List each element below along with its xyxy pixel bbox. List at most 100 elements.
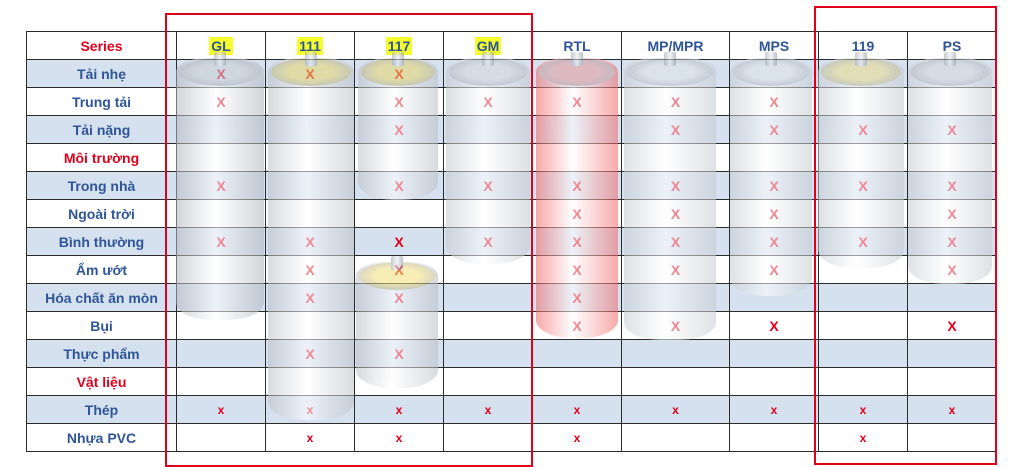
mark-cell: X xyxy=(532,227,622,256)
mark-cell xyxy=(907,339,997,368)
criteria-label: Trong nhà xyxy=(26,171,177,200)
mark-cell: x xyxy=(265,395,355,424)
series-header-mp-mpr: MP/MPR xyxy=(621,31,730,60)
mark-cell xyxy=(176,367,266,396)
series-label: Series xyxy=(26,31,177,60)
mark-cell xyxy=(907,143,997,172)
mark-cell xyxy=(532,143,622,172)
mark-cell: X xyxy=(532,311,622,340)
mark-cell xyxy=(443,423,533,452)
mark-cell: x xyxy=(354,423,444,452)
mark-cell: X xyxy=(621,199,730,228)
mark-cell: X xyxy=(729,87,819,116)
criteria-label: Tải nặng xyxy=(26,115,177,144)
mark-cell xyxy=(354,199,444,228)
mark-cell xyxy=(621,423,730,452)
mark-cell xyxy=(729,423,819,452)
mark-cell xyxy=(907,423,997,452)
mark-cell: x xyxy=(532,423,622,452)
mark-cell xyxy=(729,283,819,312)
series-header-label: GL xyxy=(209,36,233,55)
mark-cell xyxy=(621,367,730,396)
section-row: Vật liệu xyxy=(26,367,997,396)
mark-cell xyxy=(907,283,997,312)
mark-cell xyxy=(176,143,266,172)
series-header-ps: PS xyxy=(907,31,997,60)
mark-cell: X xyxy=(907,115,997,144)
mark-cell: X xyxy=(265,283,355,312)
mark-cell xyxy=(354,143,444,172)
mark-cell xyxy=(443,283,533,312)
series-header-label: PS xyxy=(942,37,962,54)
mark-cell xyxy=(818,255,908,284)
series-header-gl: GL xyxy=(176,31,266,60)
mark-cell: X xyxy=(621,171,730,200)
mark-cell: X xyxy=(532,283,622,312)
section-label: Vật liệu xyxy=(26,367,177,396)
mark-cell: X xyxy=(265,59,355,88)
mark-cell xyxy=(729,367,819,396)
mark-cell xyxy=(532,115,622,144)
mark-cell: X xyxy=(443,227,533,256)
series-header-label: MPS xyxy=(758,37,790,54)
criteria-label: Thực phẩm xyxy=(26,339,177,368)
mark-cell: X xyxy=(176,87,266,116)
mark-cell: X xyxy=(907,255,997,284)
series-header-mps: MPS xyxy=(729,31,819,60)
mark-cell: x xyxy=(176,395,266,424)
mark-cell xyxy=(354,367,444,396)
mark-cell: X xyxy=(532,87,622,116)
mark-cell xyxy=(818,283,908,312)
mark-cell: X xyxy=(443,87,533,116)
mark-cell: X xyxy=(621,255,730,284)
mark-cell xyxy=(443,367,533,396)
mark-cell xyxy=(176,423,266,452)
mark-cell: X xyxy=(621,115,730,144)
mark-cell xyxy=(443,339,533,368)
series-header-label: RTL xyxy=(563,37,591,54)
mark-cell: x xyxy=(354,395,444,424)
mark-cell: X xyxy=(265,339,355,368)
mark-cell: X xyxy=(354,227,444,256)
mark-cell: X xyxy=(621,87,730,116)
mark-cell: X xyxy=(354,283,444,312)
mark-cell xyxy=(265,199,355,228)
mark-cell xyxy=(818,59,908,88)
series-header-label: 117 xyxy=(385,36,413,55)
mark-cell xyxy=(354,311,444,340)
mark-cell: X xyxy=(354,87,444,116)
criteria-label: Hóa chất ăn mòn xyxy=(26,283,177,312)
mark-cell xyxy=(818,199,908,228)
mark-cell xyxy=(729,59,819,88)
mark-cell xyxy=(265,87,355,116)
mark-cell xyxy=(265,143,355,172)
mark-cell xyxy=(443,59,533,88)
section-row: Môi trường xyxy=(26,143,997,172)
mark-cell: x xyxy=(621,395,730,424)
mark-cell xyxy=(176,255,266,284)
mark-cell xyxy=(729,339,819,368)
mark-cell: X xyxy=(354,115,444,144)
mark-cell: X xyxy=(176,227,266,256)
mark-cell: X xyxy=(354,171,444,200)
mark-cell xyxy=(818,87,908,116)
mark-cell xyxy=(818,367,908,396)
mark-cell: X xyxy=(443,171,533,200)
series-header-label: MP/MPR xyxy=(647,37,704,54)
mark-cell: x xyxy=(265,423,355,452)
mark-cell: X xyxy=(354,255,444,284)
criteria-label: Nhựa PVC xyxy=(26,423,177,452)
mark-cell xyxy=(265,171,355,200)
mark-cell: X xyxy=(354,59,444,88)
criteria-label: Trung tải xyxy=(26,87,177,116)
mark-cell: X xyxy=(621,311,730,340)
mark-cell: X xyxy=(729,115,819,144)
series-header-gm: GM xyxy=(443,31,533,60)
mark-cell: x xyxy=(532,395,622,424)
